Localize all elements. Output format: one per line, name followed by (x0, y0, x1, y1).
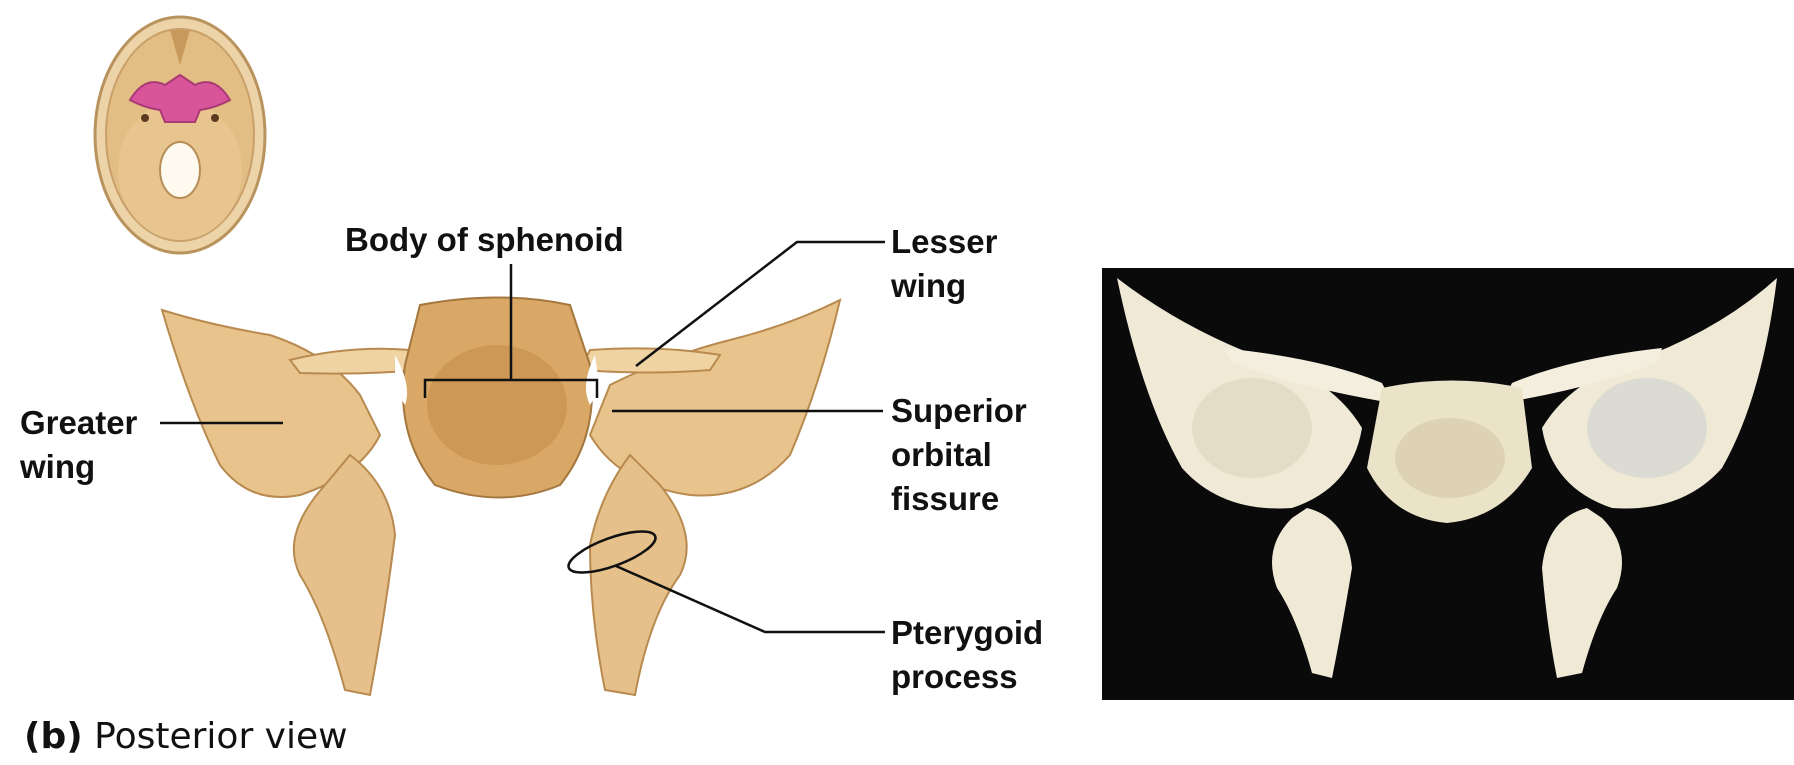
label-superior-orbital-fissure: Superior orbital fissure (891, 389, 1027, 521)
sphenoid-photo (1102, 268, 1794, 700)
figure-caption: (b) Posterior view (24, 716, 348, 757)
label-body-of-sphenoid: Body of sphenoid (345, 218, 624, 262)
lesser-wing-line (636, 242, 885, 366)
caption-tag: (b) (24, 716, 83, 757)
caption-text: Posterior view (94, 716, 347, 757)
body-bracket-line (425, 264, 597, 398)
label-greater-wing: Greater wing (20, 401, 137, 489)
pterygoid-ellipse (564, 523, 660, 581)
label-lesser-wing: Lesser wing (891, 220, 997, 308)
label-pterygoid-process: Pterygoid process (891, 611, 1043, 699)
pterygoid-line (616, 566, 885, 632)
